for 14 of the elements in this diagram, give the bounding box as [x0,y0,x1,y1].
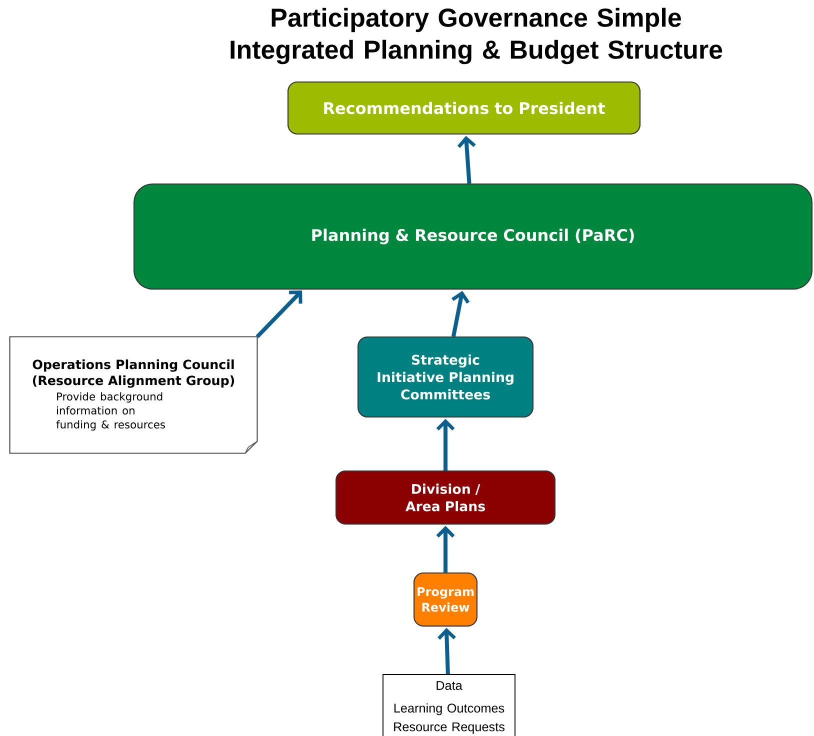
process-box: Division / Area Plans [336,470,556,525]
process-box: Recommendations to President [287,81,641,135]
arrow [438,628,456,674]
arrow [457,136,476,184]
arrow [451,290,470,337]
list-box: Data Learning Outcomes Resource Requests [382,674,516,736]
title: Participatory Governance Simple Integrated Planning & Budget Structure [230,8,722,64]
process-box: Strategic Initiative Planning Committees [358,336,534,418]
note-box: Operations Planning Council (Resource Alignment Group) Provide background information on funding & resources [9,336,258,454]
arrow [436,418,455,470]
arrow [436,526,455,572]
process-box: Program Review [414,572,478,627]
arrow [256,290,302,338]
process-box: Planning & Resource Council (PaRC) [133,183,813,290]
